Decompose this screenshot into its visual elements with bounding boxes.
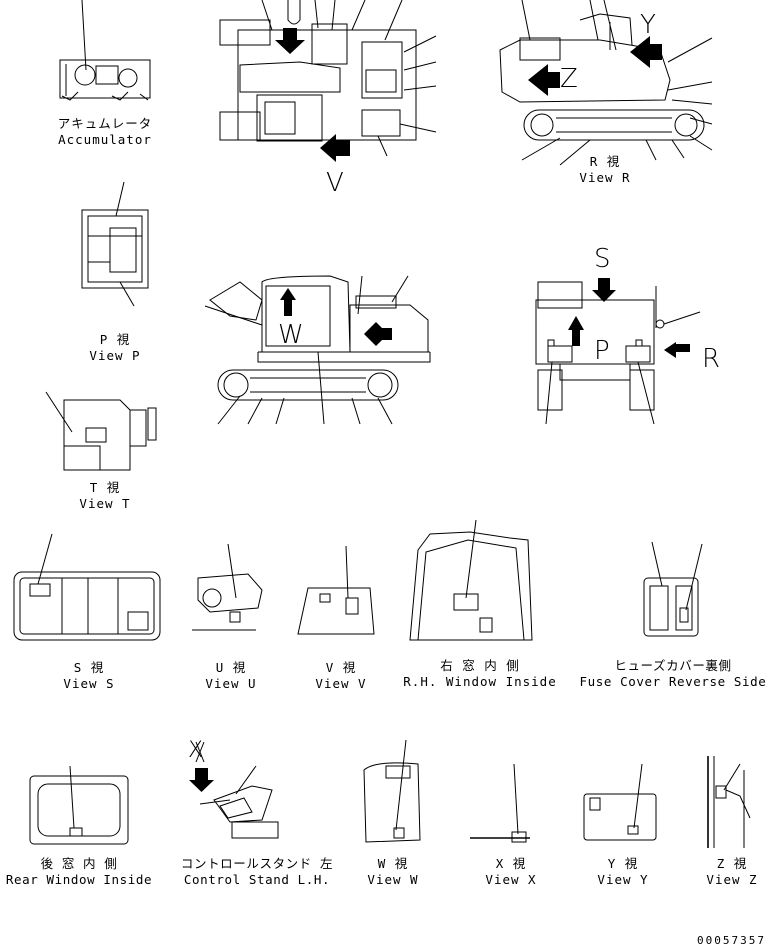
caption-rh-window-en: R.H. Window Inside [403,674,557,689]
caption-accumulator-en: Accumulator [58,132,152,147]
main-machine-drawing [204,275,431,425]
top-view-drawing [219,0,437,162]
caption-control-stand-en: Control Stand L.H. [183,872,331,887]
caption-view-p-jp: P 視 [99,332,131,347]
caption-rear-window-en: Rear Window Inside [5,872,153,887]
caption-view-r-en: View R [579,170,631,185]
caption-view-t-jp: T 視 [89,480,121,495]
caption-view-z-jp: Z 視 [716,856,748,871]
view-letter-x: X [188,738,204,763]
caption-view-s: S 視 View S [44,660,134,692]
view-x-drawing [470,763,530,843]
caption-view-v-jp: V 視 [325,660,357,675]
rh-window-drawing [409,519,533,641]
caption-rh-window-jp: 右 窓 内 側 [440,658,520,673]
caption-view-x-jp: X 視 [495,856,527,871]
caption-view-w-en: View W [367,872,419,887]
rear-view-drawing [535,278,701,425]
view-letter-s: S [594,244,611,274]
caption-view-w: W 視 View W [348,856,438,888]
caption-view-z-en: View Z [706,872,758,887]
view-letter-p: P [594,336,610,366]
view-u-drawing [192,543,263,631]
caption-view-r: R 視 View R [560,154,650,186]
control-stand-drawing [189,741,279,839]
caption-view-y-jp: Y 視 [607,856,639,871]
caption-view-s-jp: S 視 [73,660,105,675]
caption-control-stand: コントロールスタンド 左 Control Stand L.H. [174,856,340,888]
caption-view-s-en: View S [63,676,115,691]
accumulator-drawing [59,0,151,101]
caption-view-y: Y 視 View Y [578,856,668,888]
view-r-drawing [499,0,713,166]
caption-view-u: U 視 View U [186,660,276,692]
rear-window-drawing [29,765,129,845]
caption-fuse-cover: ヒューズカバー裏側 Fuse Cover Reverse Side [572,658,774,690]
view-letter-w: W [278,320,304,350]
view-letter-v: V [326,168,344,198]
view-letter-r: R [702,344,721,374]
caption-rear-window-jp: 後 窓 内 側 [40,856,118,871]
view-letter-y: Y [640,10,656,40]
caption-accumulator: アキュムレータ Accumulator [42,116,168,148]
caption-view-x-en: View X [485,872,537,887]
caption-accumulator-jp: アキュムレータ [57,116,153,131]
caption-view-p: P 視 View P [70,332,160,364]
caption-fuse-cover-jp: ヒューズカバー裏側 [614,658,732,673]
caption-rear-window: 後 窓 内 側 Rear Window Inside [0,856,158,888]
caption-view-t-en: View T [79,496,131,511]
view-letter-z: Z [560,64,578,94]
caption-view-x: X 視 View X [466,856,556,888]
caption-view-r-jp: R 視 [589,154,621,169]
caption-view-v: V 視 View V [296,660,386,692]
caption-view-w-jp: W 視 [377,856,409,871]
view-p-drawing [81,181,149,307]
caption-view-u-en: View U [205,676,257,691]
document-number: 00057357 [697,934,766,947]
view-t-drawing [45,391,157,471]
caption-view-p-en: View P [89,348,141,363]
view-v-drawing [297,545,375,635]
view-w-drawing [363,739,421,843]
view-s-drawing [13,533,161,641]
view-y-drawing [583,763,657,841]
caption-view-v-en: View V [315,676,367,691]
caption-view-z: Z 視 View Z [690,856,774,888]
caption-view-y-en: View Y [597,872,649,887]
caption-view-t: T 視 View T [60,480,150,512]
caption-fuse-cover-en: Fuse Cover Reverse Side [579,674,767,689]
caption-rh-window: 右 窓 内 側 R.H. Window Inside [392,658,568,690]
caption-control-stand-jp: コントロールスタンド 左 [180,856,334,871]
fuse-cover-drawing [643,541,703,637]
view-z-drawing [707,756,751,848]
caption-view-u-jp: U 視 [215,660,247,675]
